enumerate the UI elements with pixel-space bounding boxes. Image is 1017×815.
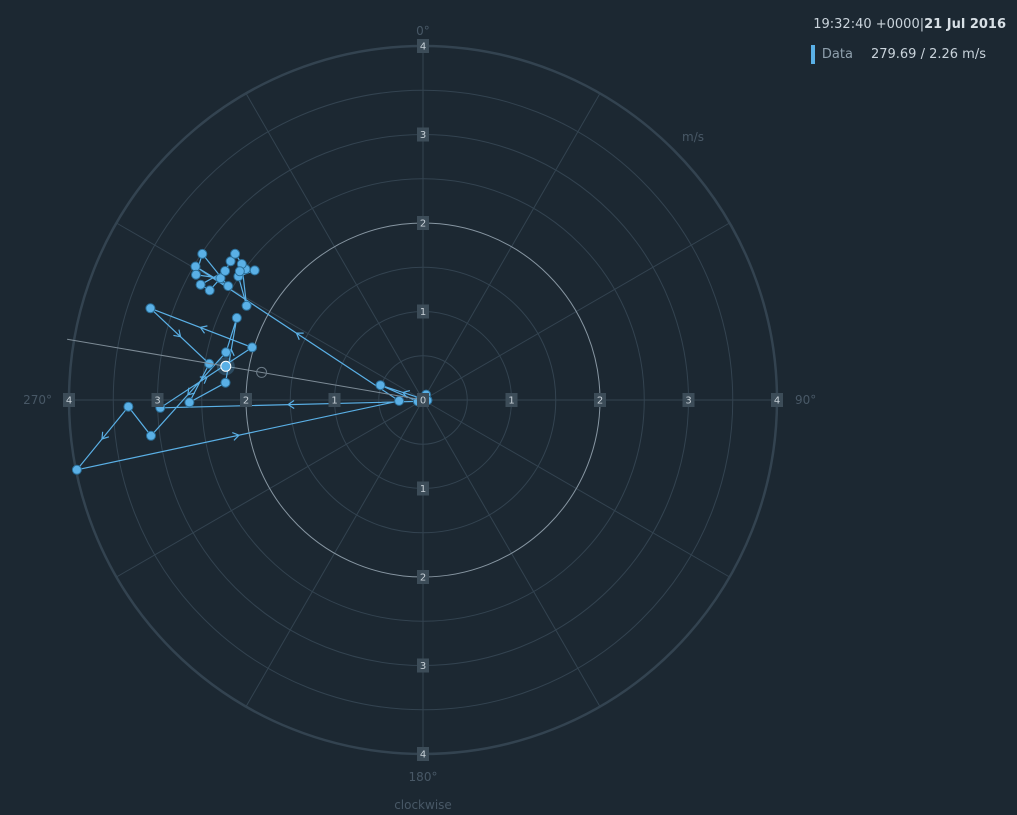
tick-label-bg (417, 39, 429, 53)
radial-tick-label: 1 (420, 307, 426, 318)
data-point (375, 380, 386, 391)
header-time: 19:32:40 +0000 (813, 17, 920, 32)
header-date: 21 Jul 2016 (924, 17, 1006, 32)
data-series (67, 248, 433, 475)
radial-tick-label: 2 (243, 396, 249, 407)
series-line (75, 252, 429, 471)
tick-label-bg (417, 393, 429, 407)
angular-label: 0° (416, 24, 430, 38)
data-point (394, 395, 405, 406)
highlight-point (220, 360, 232, 372)
radial-tick-label: 0 (420, 396, 426, 407)
angular-label: 270° (23, 393, 52, 407)
data-point (190, 261, 201, 272)
direction-arrow (187, 387, 195, 396)
tick-label-bg (417, 216, 429, 230)
data-point (241, 300, 252, 311)
legend-readout: 279.69 / 2.26 m/s (870, 47, 986, 62)
direction-arrow (401, 389, 411, 399)
radial-tick-label: 1 (331, 396, 337, 407)
tick-label-bg (594, 393, 606, 407)
data-point (231, 312, 242, 323)
tick-label-bg (151, 393, 164, 407)
tick-label-bg (417, 127, 429, 142)
grid-ring (289, 266, 557, 534)
data-point (215, 273, 226, 284)
radial-tick-label: 3 (154, 396, 160, 407)
direction-arrow (101, 431, 110, 440)
tick-label-bg (417, 747, 429, 761)
data-point (247, 342, 258, 353)
tick-label-bg (328, 393, 341, 407)
direction-arrow (173, 329, 182, 338)
radial-tick-label: 2 (597, 396, 603, 407)
tick-label-bg (417, 658, 429, 673)
timestamp-header: 19:32:40 +0000|21 Jul 2016 (813, 17, 1006, 32)
radial-tick-label: 3 (420, 661, 426, 672)
data-point (195, 279, 206, 290)
direction-arrow (295, 332, 304, 341)
tick-label-bg (240, 393, 252, 407)
tick-label-bg (417, 304, 429, 319)
radial-ticks: 0 1 1 1 1 2 2 2 2 3 3 3 3 4 4 4 4 (63, 39, 783, 761)
direction-arrow (199, 376, 208, 384)
grid-ring (112, 89, 734, 711)
tick-label-bg (63, 393, 75, 407)
data-point (225, 256, 236, 267)
data-point (146, 430, 156, 441)
crosshair-marker (256, 366, 268, 378)
tick-label-bg (505, 393, 518, 407)
radial-unit-label: m/s (682, 130, 704, 144)
radial-tick-label: 2 (420, 219, 426, 230)
radial-tick-label: 1 (420, 484, 426, 495)
legend[interactable]: Data 279.69 / 2.26 m/s (810, 45, 986, 64)
legend-swatch (810, 45, 815, 64)
direction-arrow (199, 325, 208, 334)
data-point (191, 269, 201, 280)
data-point (184, 397, 195, 408)
data-point (221, 347, 231, 358)
crosshair-line (67, 338, 424, 401)
header-separator: | (919, 17, 925, 32)
data-point (249, 265, 260, 276)
data-point (123, 401, 134, 412)
grid-ring (378, 355, 468, 445)
tick-label-bg (771, 393, 783, 407)
angular-label: 90° (795, 393, 816, 407)
data-point (71, 464, 82, 475)
grid-ring (201, 178, 645, 622)
radial-tick-label: 4 (420, 750, 426, 761)
tick-label-bg (417, 481, 429, 496)
tick-label-bg (682, 393, 695, 407)
legend-series-name: Data (821, 47, 853, 62)
data-point (220, 377, 231, 388)
radial-tick-label: 4 (420, 42, 426, 53)
data-point (223, 281, 234, 292)
direction-arrow (232, 431, 241, 441)
radial-tick-label: 3 (420, 130, 426, 141)
radial-tick-label: 1 (508, 396, 514, 407)
radial-tick-label: 2 (420, 573, 426, 584)
radial-tick-label: 3 (685, 396, 691, 407)
radial-tick-label: 4 (66, 396, 72, 407)
axis-labels: 0° 90° 180° 270° m/s clockwise (23, 24, 816, 812)
direction-arrow (287, 399, 295, 409)
data-point (145, 303, 156, 314)
data-point (234, 266, 245, 277)
angular-label: 180° (409, 770, 438, 784)
radial-tick-label: 4 (774, 396, 780, 407)
tick-label-bg (417, 570, 429, 584)
data-point (204, 285, 215, 296)
data-point (230, 248, 241, 259)
data-point (197, 248, 208, 259)
direction-label: clockwise (394, 798, 452, 812)
data-point (220, 266, 231, 276)
